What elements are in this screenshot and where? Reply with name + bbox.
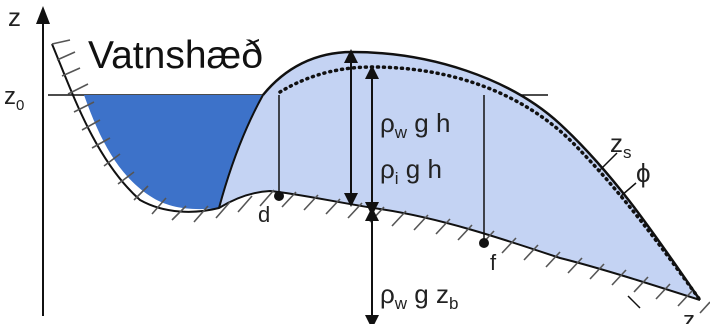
ice-surface-zs bbox=[262, 50, 702, 301]
point-d-marker bbox=[274, 191, 284, 201]
potential-surface-phi bbox=[278, 65, 702, 302]
z-axis-label: z bbox=[8, 2, 21, 32]
point-f-marker bbox=[479, 238, 489, 248]
rho-w-gzb-label: ρw g zb bbox=[380, 279, 458, 313]
bed-line bbox=[51, 43, 701, 301]
zs-label: zs bbox=[610, 128, 632, 162]
ice-water-interface bbox=[218, 94, 264, 209]
lake-water bbox=[84, 95, 263, 210]
point-f-label: f bbox=[490, 250, 497, 275]
rho-w-gh-label: ρw g h bbox=[380, 108, 450, 142]
zs-leader bbox=[597, 152, 618, 173]
point-d-label: d bbox=[258, 202, 270, 227]
diagram-title: Vatnshæð bbox=[88, 34, 263, 77]
phi-leader bbox=[620, 182, 637, 197]
z-axis-arrowhead bbox=[36, 6, 50, 24]
zb-partial-label: z bbox=[683, 307, 695, 324]
rho-i-gh-label: ρi g h bbox=[380, 154, 442, 188]
ice-body bbox=[219, 52, 700, 300]
z0-label: z0 bbox=[4, 83, 24, 114]
phi-label: ϕ bbox=[636, 158, 651, 188]
zb-leader bbox=[627, 295, 641, 309]
